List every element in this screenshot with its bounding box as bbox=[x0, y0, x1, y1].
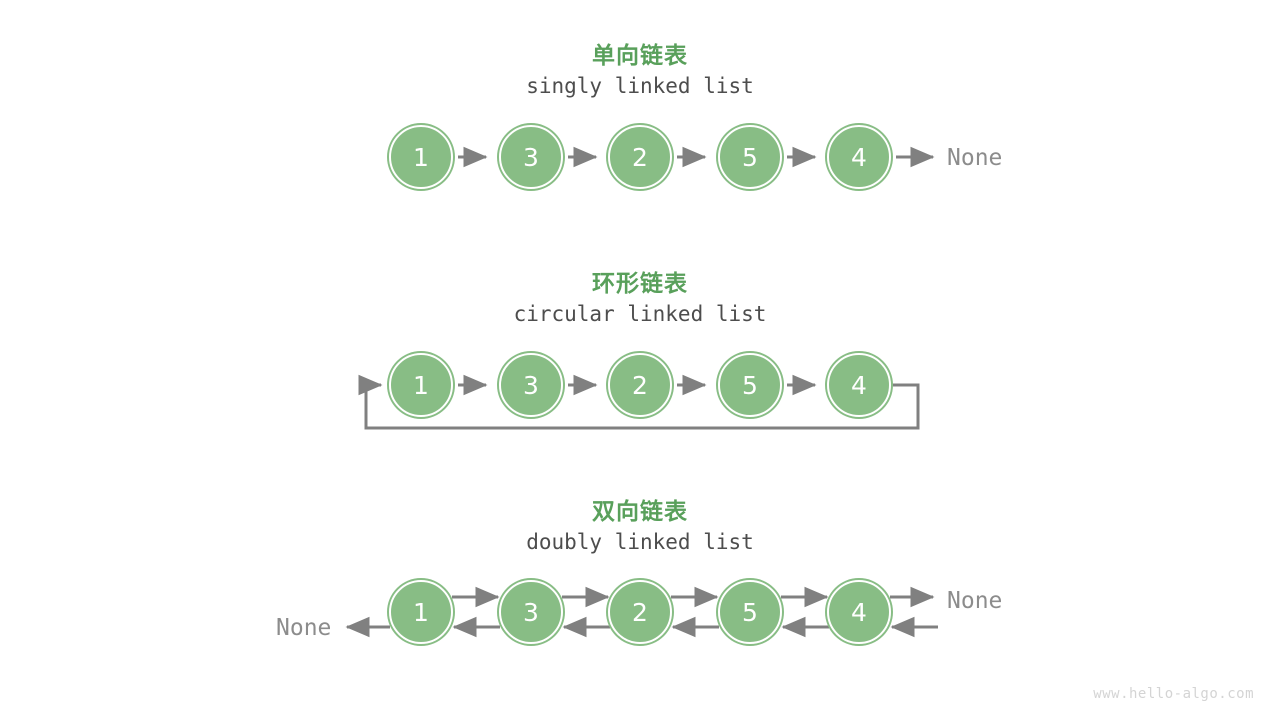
singly-node-1[interactable]: 1 bbox=[389, 125, 453, 189]
doubly-node-4[interactable]: 5 bbox=[718, 580, 782, 644]
singly-node-2[interactable]: 3 bbox=[499, 125, 563, 189]
circular-node-1[interactable]: 1 bbox=[389, 353, 453, 417]
doubly-tail-none-label: None bbox=[947, 588, 1003, 614]
circular-node-5[interactable]: 4 bbox=[827, 353, 891, 417]
doubly-node-5[interactable]: 4 bbox=[827, 580, 891, 644]
singly-node-5[interactable]: 4 bbox=[827, 125, 891, 189]
singly-node-3[interactable]: 2 bbox=[608, 125, 672, 189]
doubly-node-1[interactable]: 1 bbox=[389, 580, 453, 644]
doubly-head-none-label: None bbox=[276, 615, 332, 641]
circular-title-en: circular linked list bbox=[513, 302, 767, 326]
circular-node-2[interactable]: 3 bbox=[499, 353, 563, 417]
doubly-node-2[interactable]: 3 bbox=[499, 580, 563, 644]
site-watermark: www.hello-algo.com bbox=[1093, 686, 1254, 702]
doubly-title-cn: 双向链表 bbox=[592, 499, 688, 525]
singly-title-en: singly linked list bbox=[526, 74, 754, 98]
singly-title-cn: 单向链表 bbox=[592, 43, 688, 69]
singly-node-4[interactable]: 5 bbox=[718, 125, 782, 189]
circular-title-cn: 环形链表 bbox=[592, 271, 688, 297]
circular-node-4[interactable]: 5 bbox=[718, 353, 782, 417]
doubly-node-3[interactable]: 2 bbox=[608, 580, 672, 644]
singly-tail-none-label: None bbox=[947, 145, 1003, 171]
circular-loopback-path bbox=[358, 374, 920, 430]
doubly-title-en: doubly linked list bbox=[526, 530, 754, 554]
circular-node-3[interactable]: 2 bbox=[608, 353, 672, 417]
